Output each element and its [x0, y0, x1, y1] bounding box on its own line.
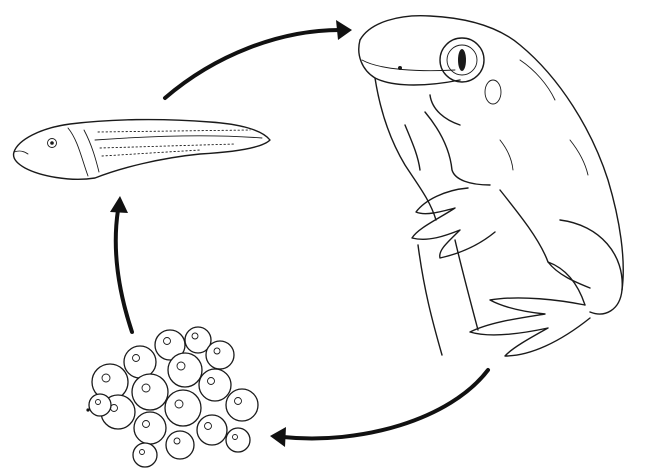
egg — [124, 346, 156, 378]
egg — [165, 390, 201, 426]
cycle-arrow-eggs-to-tadpole — [110, 196, 132, 332]
egg — [133, 443, 157, 467]
egg — [132, 374, 168, 410]
egg — [226, 428, 250, 452]
egg — [206, 341, 234, 369]
egg — [226, 389, 258, 421]
egg — [166, 431, 194, 459]
egg — [197, 415, 227, 445]
frog-illustration — [359, 16, 623, 356]
cycle-arrow-frog-to-eggs — [270, 370, 488, 447]
egg — [199, 369, 231, 401]
egg — [134, 412, 166, 444]
egg — [168, 353, 202, 387]
cycle-arrow-tadpole-to-frog — [165, 20, 352, 98]
egg-cluster-illustration — [89, 327, 258, 467]
tadpole-illustration — [13, 120, 270, 180]
egg — [89, 394, 111, 416]
